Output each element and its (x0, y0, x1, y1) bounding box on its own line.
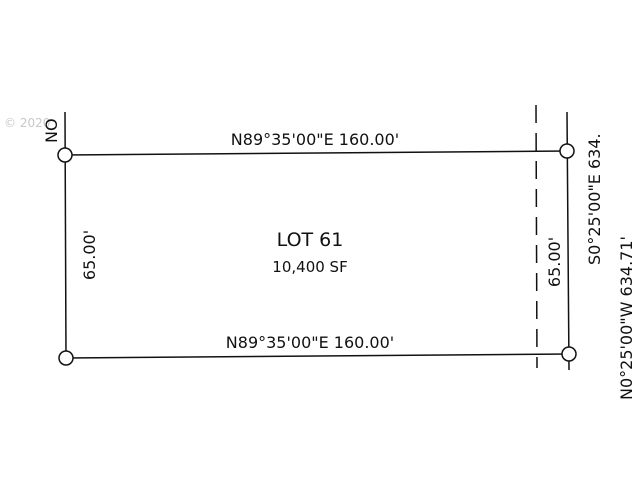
top-bearing-label: N89°35'00"E 160.00' (231, 130, 399, 149)
corner-monument (559, 143, 575, 159)
left-dimension-label: 65.00' (80, 230, 99, 280)
corner-monument (561, 346, 577, 362)
left-cut-label: NO (42, 118, 61, 143)
watermark: © 2020 (4, 116, 50, 130)
lot-area: 10,400 SF (272, 258, 347, 276)
corner-monument (57, 147, 73, 163)
bottom-boundary (65, 353, 570, 359)
top-boundary (64, 150, 568, 156)
bottom-bearing-label: N89°35'00"E 160.00' (226, 333, 394, 352)
corner-monument (58, 350, 74, 366)
right-dimension-label: 65.00' (545, 237, 564, 287)
right-bearing-label-2: N0°25'00"W 634.71' (617, 236, 636, 400)
lot-name: LOT 61 (277, 229, 344, 251)
dashed-setback-line (535, 104, 538, 369)
right-bearing-label-1: S0°25'00"E 634. (585, 133, 604, 265)
